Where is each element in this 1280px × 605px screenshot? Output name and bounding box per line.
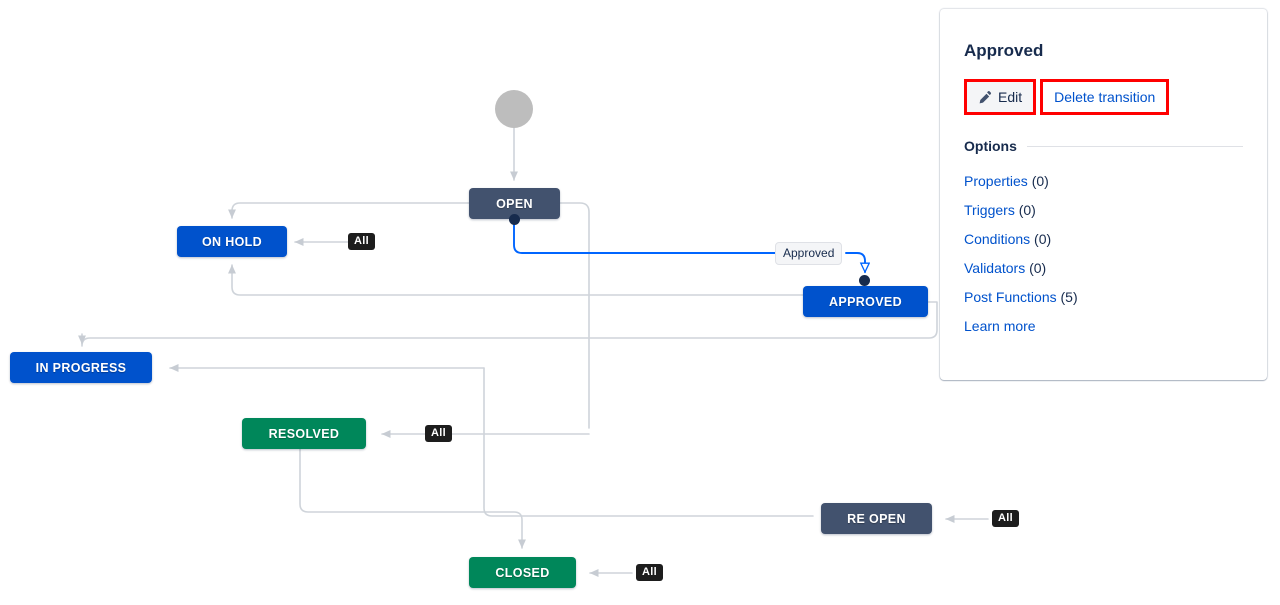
option-link-triggers[interactable]: Triggers	[964, 202, 1015, 218]
status-node-re-open-label: RE OPEN	[847, 511, 906, 526]
option-link-learn-more[interactable]: Learn more	[964, 318, 1036, 334]
option-count-properties: (0)	[1031, 173, 1049, 189]
workflow-canvas[interactable]: OPEN ON HOLD APPROVED IN PROGRESS RESOLV…	[0, 0, 1019, 605]
edge-loop-to-on-hold	[228, 264, 891, 296]
edit-button[interactable]: Edit	[967, 82, 1034, 112]
panel-actions: Edit Delete transition	[964, 79, 1243, 115]
status-node-resolved-label: RESOLVED	[268, 426, 340, 441]
status-node-approved-label: APPROVED	[829, 294, 902, 309]
edit-button-highlight: Edit	[964, 79, 1037, 115]
option-count-post-functions: (5)	[1060, 289, 1078, 305]
status-node-open[interactable]: OPEN	[469, 188, 560, 219]
edit-button-label: Edit	[998, 89, 1023, 105]
options-divider	[1026, 145, 1243, 147]
status-node-resolved[interactable]: RESOLVED	[242, 418, 366, 449]
option-row-post-functions: Post Functions (5)	[964, 283, 1243, 312]
edge-open-to-on-hold	[228, 202, 470, 219]
option-link-conditions[interactable]: Conditions	[964, 231, 1031, 247]
connector-dot-open[interactable]	[509, 214, 520, 225]
workflow-edges	[78, 126, 989, 577]
option-row-learn-more: Learn more	[964, 312, 1243, 341]
edge-re-open-riser	[483, 367, 814, 517]
status-node-open-label: OPEN	[496, 196, 533, 211]
connector-dot-approved[interactable]	[859, 275, 870, 286]
status-node-in-progress[interactable]: IN PROGRESS	[10, 352, 152, 383]
option-row-properties: Properties (0)	[964, 167, 1243, 196]
status-node-on-hold-label: ON HOLD	[201, 234, 263, 249]
status-node-closed[interactable]: CLOSED	[469, 557, 576, 588]
edge-resolved-to-closed	[299, 448, 526, 549]
option-count-triggers: (0)	[1018, 202, 1036, 218]
option-link-validators[interactable]: Validators	[964, 260, 1026, 276]
options-header: Options	[964, 137, 1243, 155]
option-count-validators: (0)	[1029, 260, 1047, 276]
delete-transition-highlight: Delete transition	[1040, 79, 1170, 115]
status-node-re-open[interactable]: RE OPEN	[821, 503, 932, 534]
transition-label-approved[interactable]: Approved	[775, 242, 843, 265]
options-list: Properties (0) Triggers (0) Conditions (…	[964, 167, 1243, 341]
start-circle[interactable]	[495, 90, 533, 128]
option-link-post-functions[interactable]: Post Functions	[964, 289, 1057, 305]
transition-details-panel: Approved Edit Delete transition Options	[940, 9, 1267, 380]
status-node-approved[interactable]: APPROVED	[803, 286, 928, 317]
status-node-closed-label: CLOSED	[495, 565, 550, 580]
option-count-conditions: (0)	[1034, 231, 1052, 247]
options-heading: Options	[964, 138, 1017, 154]
transition-badge-all-on-hold[interactable]: All	[348, 233, 375, 250]
edge-open-right-down	[559, 202, 590, 429]
option-row-conditions: Conditions (0)	[964, 225, 1243, 254]
status-node-in-progress-label: IN PROGRESS	[35, 360, 127, 375]
status-node-on-hold[interactable]: ON HOLD	[177, 226, 287, 257]
delete-transition-button[interactable]: Delete transition	[1043, 82, 1167, 112]
panel-title: Approved	[964, 41, 1044, 60]
pencil-icon	[979, 90, 991, 103]
transition-badge-all-closed[interactable]: All	[636, 564, 663, 581]
option-row-triggers: Triggers (0)	[964, 196, 1243, 225]
transition-badge-all-re-open[interactable]: All	[992, 510, 1019, 527]
transition-open-to-approved[interactable]	[513, 221, 865, 272]
transition-badge-all-resolved[interactable]: All	[425, 425, 452, 442]
option-row-validators: Validators (0)	[964, 254, 1243, 283]
option-link-properties[interactable]: Properties	[964, 173, 1028, 189]
